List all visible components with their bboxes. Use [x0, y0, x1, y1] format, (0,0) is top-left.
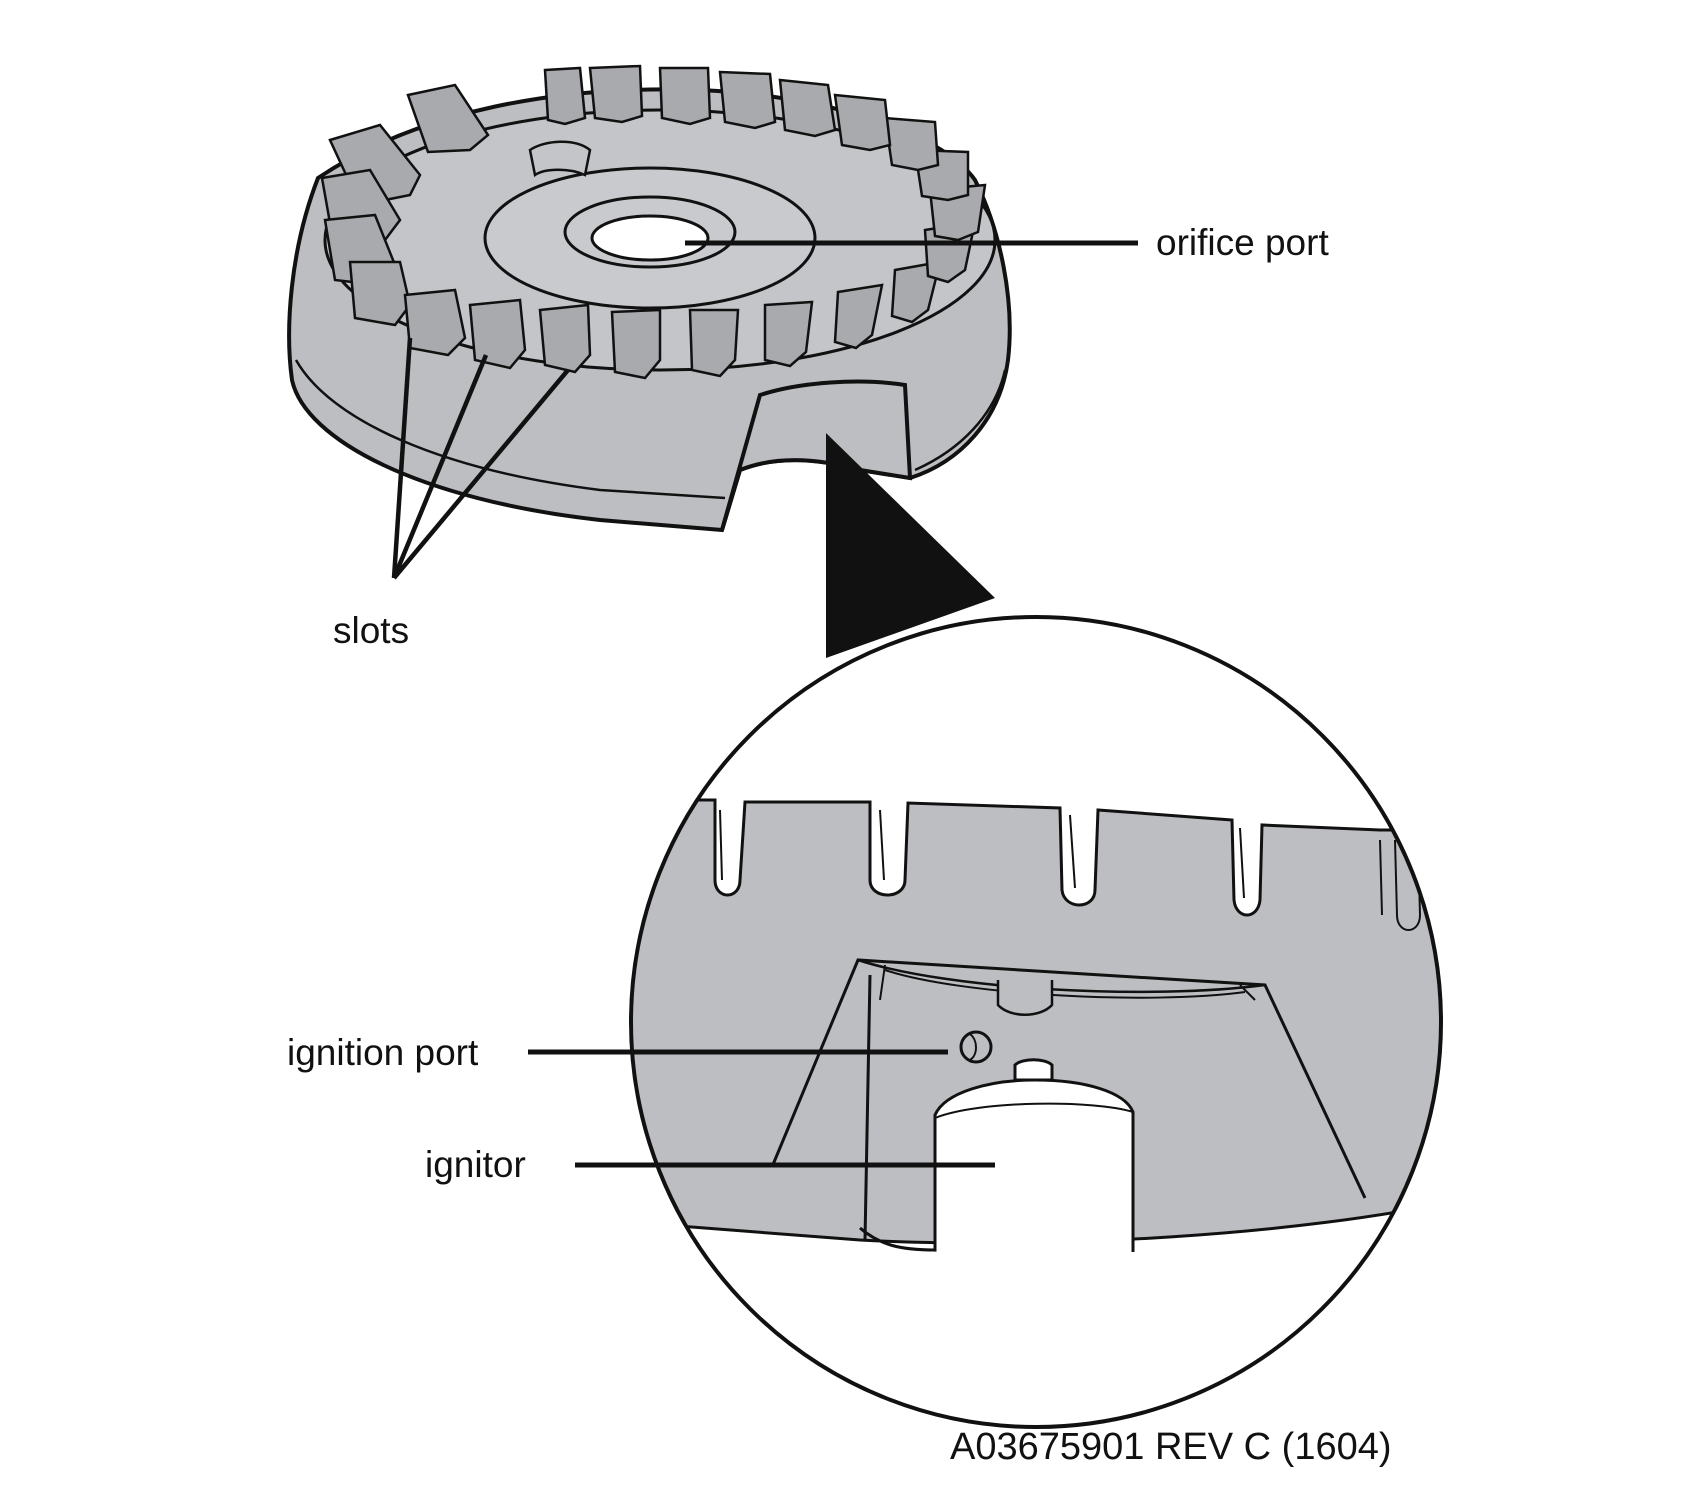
orifice-port-label: orifice port: [1156, 222, 1329, 263]
ignitor: [933, 1058, 1135, 1260]
part-number: A03675901 REV C (1604): [950, 1426, 1392, 1468]
burner-base: [287, 64, 1012, 533]
ignitor-label: ignitor: [425, 1144, 526, 1185]
slots-leaders: [391, 337, 570, 580]
burner-slots: [320, 64, 987, 380]
ignition-port-label: ignition port: [287, 1032, 479, 1073]
detail-zoom-circle: [629, 615, 1443, 1429]
callout-pointer: [826, 433, 995, 658]
slots-label: slots: [333, 610, 410, 651]
